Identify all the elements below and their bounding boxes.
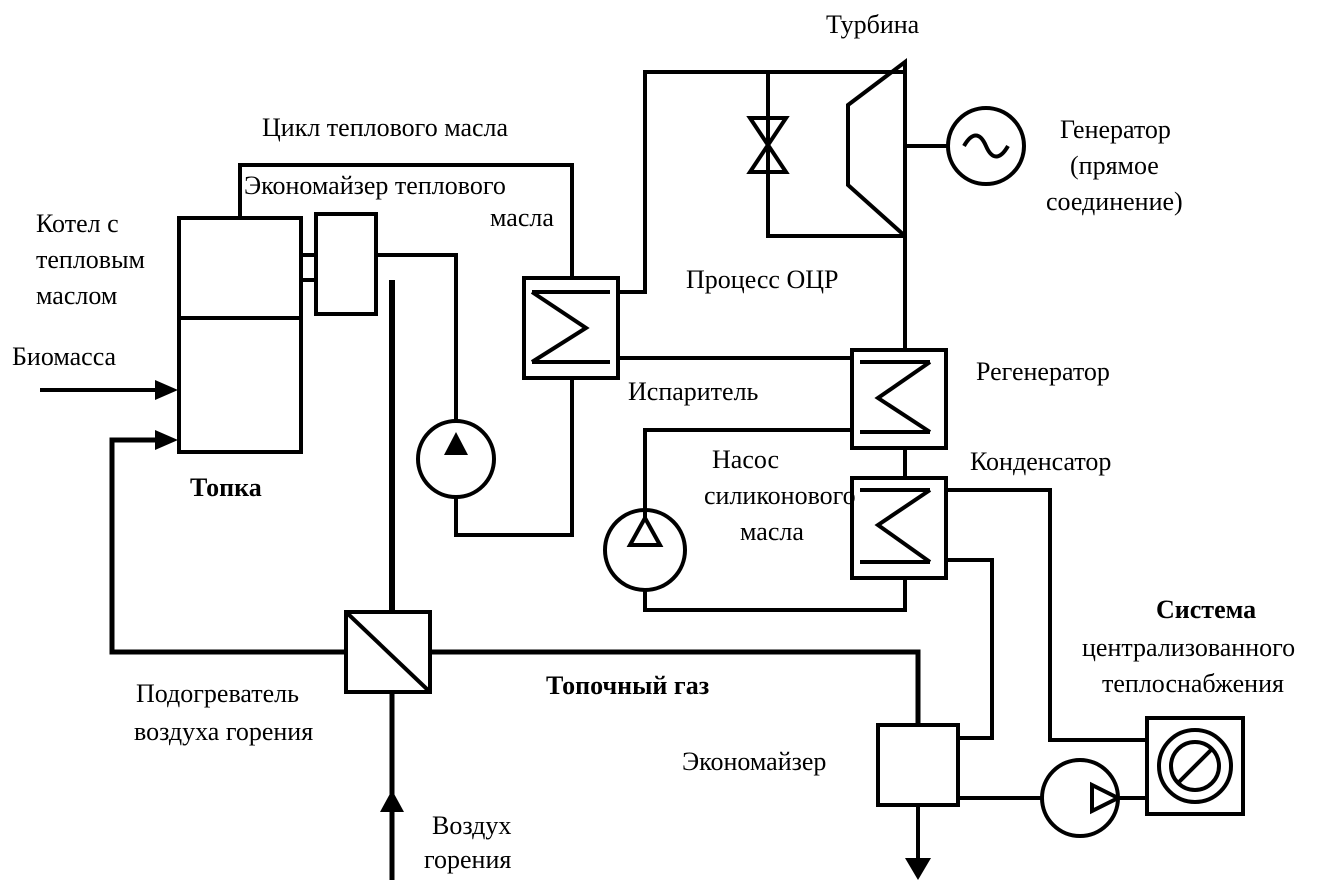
regenerator-block [850, 348, 948, 450]
silicone-pump-label-1: Насос [712, 445, 779, 474]
generator-circle [946, 106, 1026, 186]
district-pump-circle [1040, 758, 1120, 838]
district-pump-triangle [1090, 781, 1123, 815]
silicone-pump-label-2: силиконового [704, 481, 856, 510]
oil-economizer-label-2: масла [490, 203, 554, 232]
evaporator-block [522, 276, 620, 380]
regenerator-label: Регенератор [976, 357, 1110, 386]
air-preheater-label-2: воздуха горения [134, 717, 313, 746]
regenerator-coil [874, 360, 932, 434]
oil-pump-arrowhead [444, 432, 468, 455]
economizer-to-pump-pipe [376, 253, 458, 420]
boiler-block [177, 216, 303, 454]
furnace-label: Топка [190, 473, 262, 502]
piping [40, 57, 1245, 880]
combustion-air-label-1: Воздух [432, 811, 511, 840]
air-preheater-diagonal [344, 610, 432, 694]
condenser-coil [874, 488, 932, 564]
valve-triangle-top [746, 116, 790, 149]
preheated-air-pipe [109, 437, 346, 655]
combustion-air-arrowhead [380, 790, 404, 812]
air-inlet-arrowhead [155, 430, 178, 450]
turbine-label: Турбина [826, 10, 920, 39]
flue-gas-pipe [430, 649, 921, 725]
generator-sine [962, 133, 1010, 159]
district-heating-block [1145, 716, 1245, 816]
evaporator-label: Испаритель [628, 377, 759, 406]
condenser-block [850, 476, 948, 580]
condenser-to-district-pipe [946, 488, 1147, 742]
economizer-block [876, 723, 960, 807]
consumer-slash [1176, 747, 1214, 785]
consumer-outer-circle [1157, 728, 1233, 804]
oil-economizer-block [314, 212, 378, 316]
silicone-pump-return-pipe [643, 578, 907, 612]
silicone-pump-triangle [626, 513, 664, 547]
economizer-label: Экономайзер [682, 747, 826, 776]
boiler-label-1: Котел с [36, 209, 119, 238]
valve-bypass-pipe [766, 72, 905, 238]
boiler-label-2: тепловым [36, 245, 145, 274]
pump-to-evaporator-pipe [454, 378, 574, 537]
flue-gas-label: Топочный газ [546, 671, 709, 700]
district-label-2: централизованного [1082, 633, 1295, 662]
consumer-inner-circle [1169, 740, 1221, 792]
labels: Турбина Цикл теплового масла Экономайзер… [12, 10, 1295, 874]
oil-cycle-top-pipe [238, 163, 574, 278]
oil-pump-circle [416, 419, 496, 499]
district-label-1: Система [1156, 595, 1256, 624]
regenerator-to-silicone-pump-pipe [643, 428, 852, 520]
turbine-shape [846, 57, 907, 241]
evaporator-coil [530, 290, 590, 364]
generator-label-1: Генератор [1060, 115, 1171, 144]
air-preheater-label-1: Подогреватель [136, 679, 299, 708]
generator-label-3: соединение) [1046, 187, 1183, 216]
orc-process-label: Процесс ОЦР [686, 265, 838, 294]
district-label-3: теплоснабжения [1102, 669, 1284, 698]
combustion-air-label-2: горения [424, 845, 511, 874]
condenser-label: Конденсатор [970, 447, 1111, 476]
oil-economizer-label-1: Экономайзер теплового [244, 171, 506, 200]
exhaust-arrowhead [905, 858, 931, 880]
boiler-label-3: маслом [36, 281, 117, 310]
condenser-to-economizer-pipe [946, 558, 994, 740]
arrowheads [155, 380, 931, 880]
orc-to-turbine-pipe [618, 70, 905, 294]
biomass-arrowhead [155, 380, 178, 400]
biomass-label: Биомасса [12, 342, 117, 371]
generator-label-2: (прямое [1070, 151, 1159, 180]
valve-triangle-bottom [746, 141, 790, 174]
silicone-pump-label-3: масла [740, 517, 804, 546]
oil-cycle-label: Цикл теплового масла [262, 113, 509, 142]
